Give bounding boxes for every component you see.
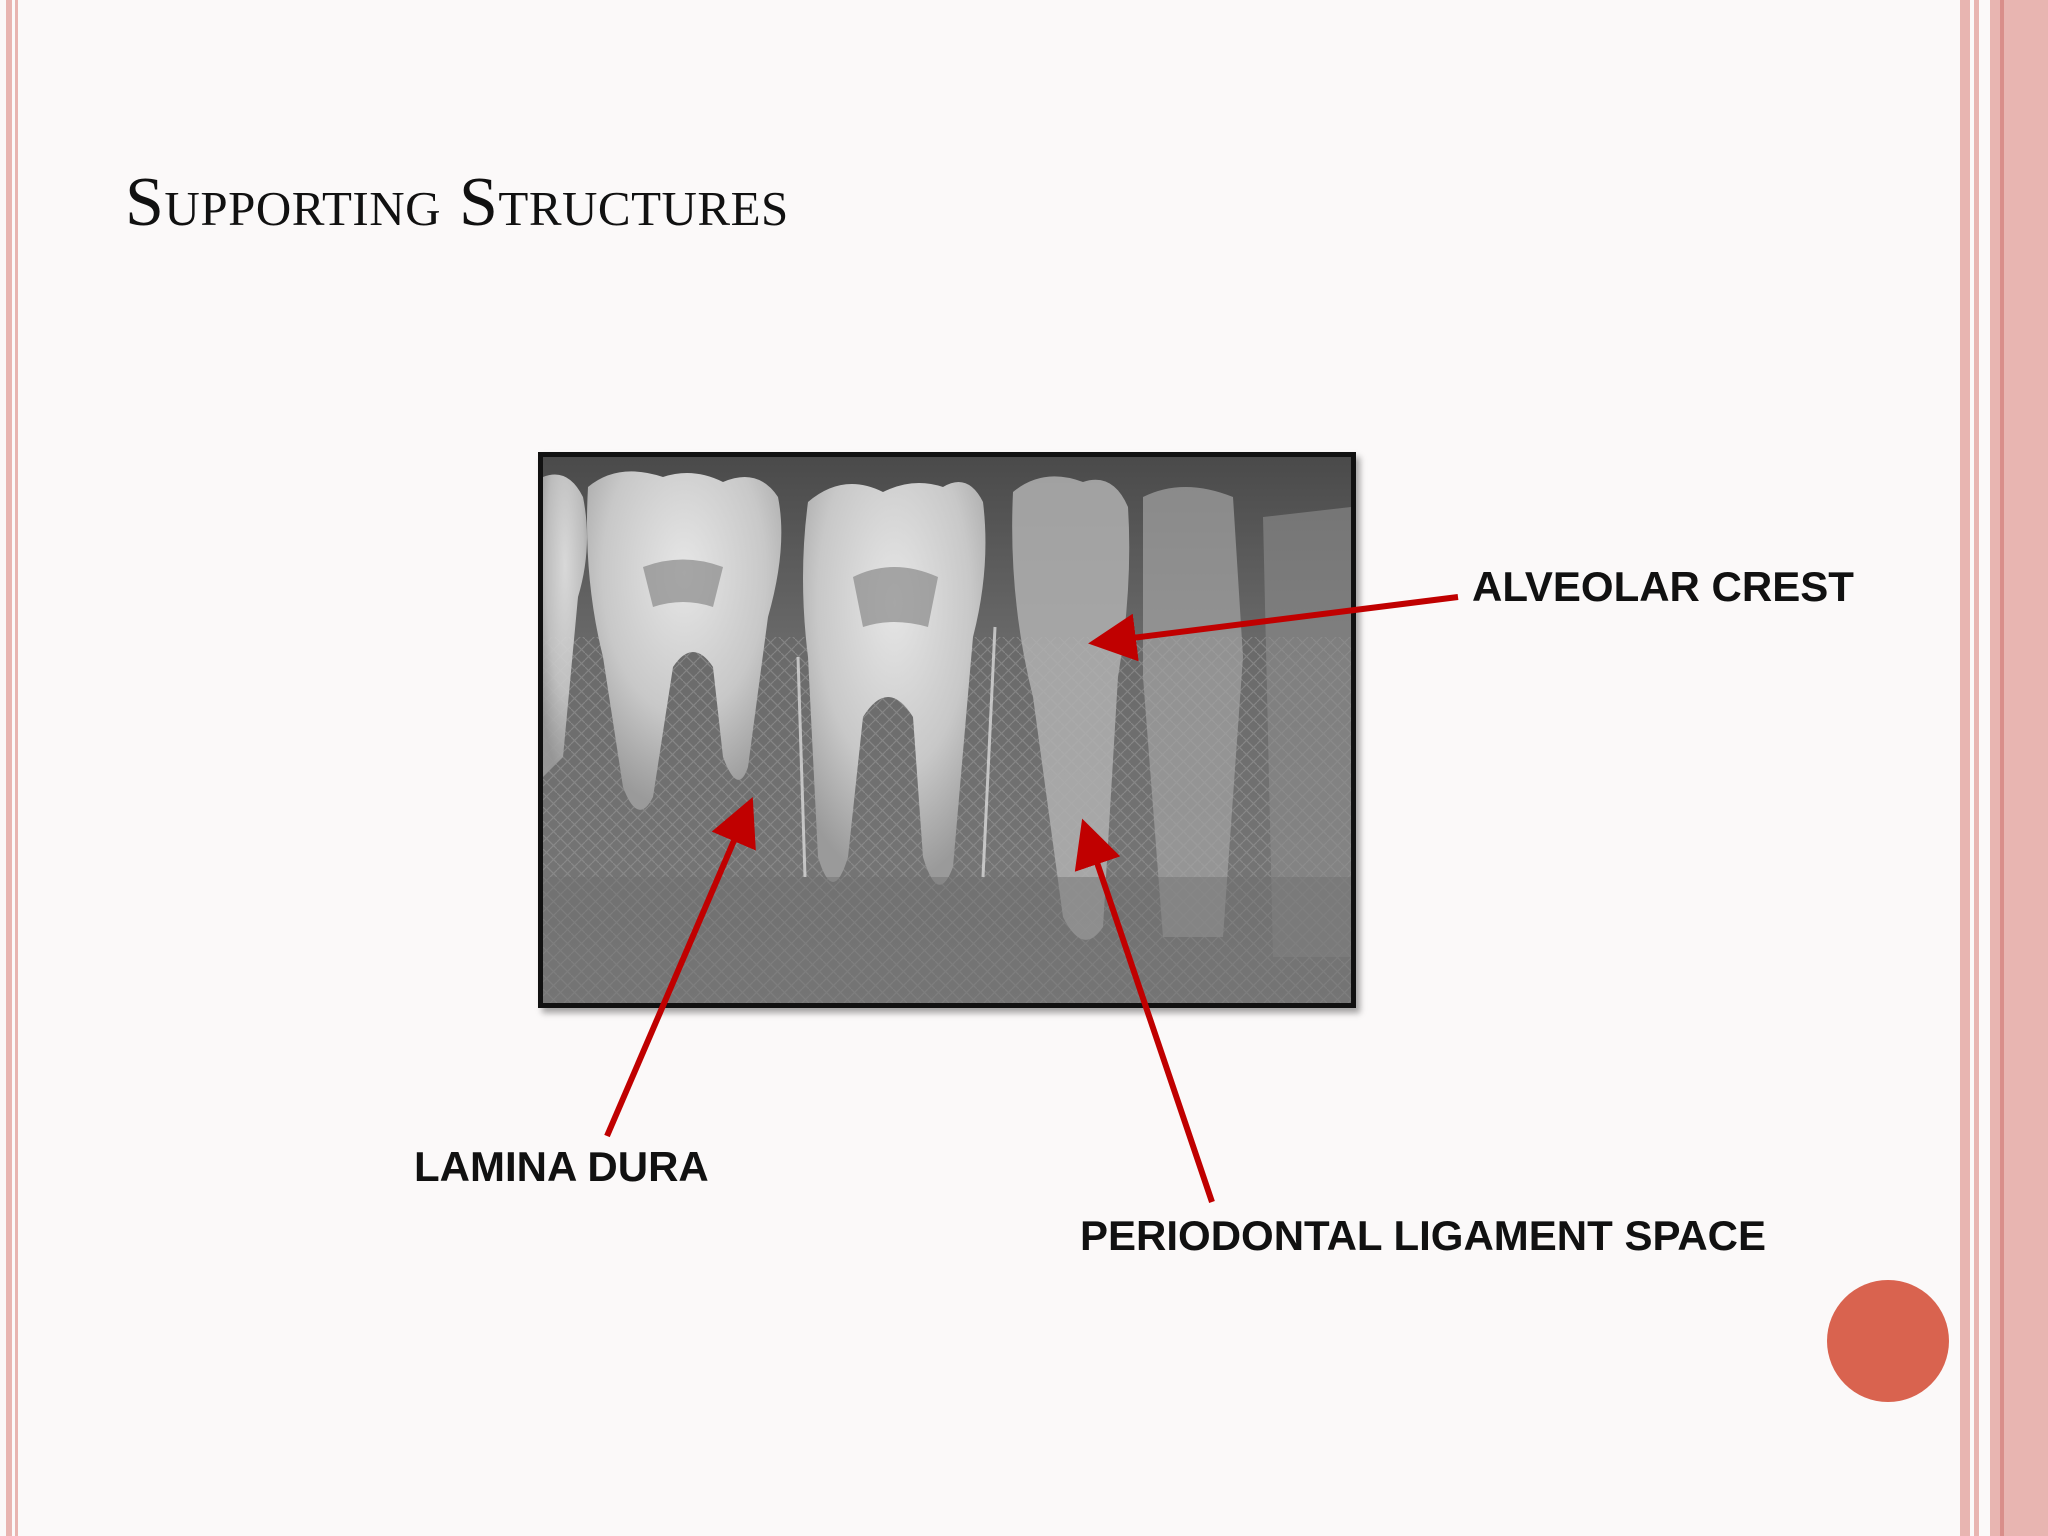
lamina-dura-label: LAMINA DURA xyxy=(414,1143,709,1190)
right-border-stripe xyxy=(1974,0,1979,1536)
slide-title: Supporting Structures xyxy=(125,164,789,241)
right-border-stripe xyxy=(1960,0,1970,1536)
left-border-stripe xyxy=(15,0,18,1536)
radiograph-drawing xyxy=(543,457,1351,1003)
dental-radiograph-image xyxy=(538,452,1356,1008)
right-border-line xyxy=(2000,0,2004,1536)
right-border-band xyxy=(1990,0,2048,1536)
periodontal-ligament-space-label: PERIODONTAL LIGAMENT SPACE xyxy=(1080,1212,1767,1259)
alveolar-crest-label: ALVEOLAR CREST xyxy=(1472,563,1854,610)
left-border-stripe xyxy=(6,0,12,1536)
decorative-circle xyxy=(1827,1280,1949,1402)
